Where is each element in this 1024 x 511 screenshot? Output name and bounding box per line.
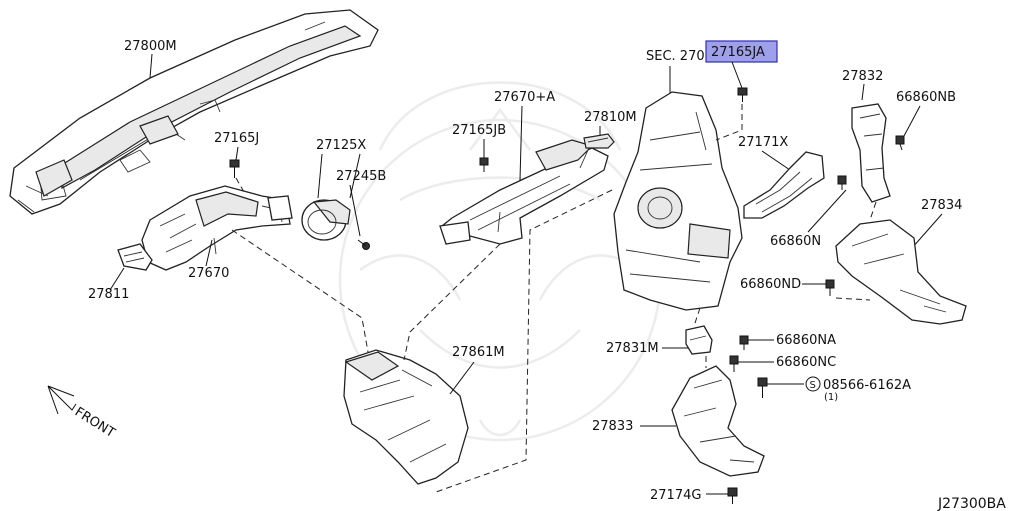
part-clip-66860n[interactable] <box>837 175 847 190</box>
part-clip-27165ja[interactable] <box>737 87 748 102</box>
callout-27670: 27670 <box>188 266 229 281</box>
part-screw-27245b[interactable] <box>357 239 370 250</box>
part-floor-duct-27861m[interactable] <box>343 349 469 485</box>
callout-27670a: 27670+A <box>494 90 555 105</box>
part-floor-duct-27834[interactable] <box>835 219 967 325</box>
part-clip-66860nc[interactable] <box>729 355 739 372</box>
part-bolt-08566-6162a[interactable] <box>757 377 768 398</box>
callout-27165j: 27165J <box>214 131 259 146</box>
callout-66860nc: 66860NC <box>776 355 836 370</box>
callout-27811: 27811 <box>88 287 129 302</box>
callout-27834: 27834 <box>921 198 962 213</box>
part-clip-66860na[interactable] <box>739 335 749 350</box>
part-side-duct-27670[interactable] <box>141 185 293 271</box>
callout-08566-qty: (1) <box>824 392 838 403</box>
part-vertical-duct-27832[interactable] <box>851 103 891 203</box>
screw-symbol-icon <box>805 376 821 392</box>
part-clip-27174g[interactable] <box>727 487 738 504</box>
callout-27171x: 27171X <box>738 135 788 150</box>
part-connector-duct-27171x[interactable] <box>743 151 825 219</box>
callout-66860nd: 66860ND <box>740 277 801 292</box>
front-direction-arrow-icon <box>47 385 77 415</box>
callout-27833: 27833 <box>592 419 633 434</box>
callout-27810m: 27810M <box>584 110 637 125</box>
highlight-box-27165ja <box>705 40 778 63</box>
front-label: FRONT <box>72 405 118 441</box>
callout-27125x: 27125X <box>316 138 366 153</box>
part-clip-27165jb[interactable] <box>479 157 489 172</box>
part-clip-66860nd[interactable] <box>825 279 835 296</box>
part-clip-66860nb[interactable] <box>895 135 905 151</box>
callout-66860n: 66860N <box>770 234 821 249</box>
callout-08566-6162a: 08566-6162A <box>823 378 911 393</box>
part-clip-27165j[interactable] <box>229 159 240 178</box>
callout-66860nb: 66860NB <box>896 90 956 105</box>
callout-27174g: 27174G <box>650 488 701 503</box>
part-side-vent-27811[interactable] <box>117 243 153 271</box>
part-connector-27831m[interactable] <box>685 325 713 355</box>
part-round-vent-27125x[interactable] <box>301 199 351 241</box>
assembly-dashed-lines <box>231 104 877 493</box>
diagram-code: J27300BA <box>937 496 1006 511</box>
callout-27245b: 27245B <box>336 169 386 184</box>
part-defroster-nozzle-27800m[interactable] <box>9 9 379 215</box>
part-heater-unit-sec270[interactable] <box>613 91 743 311</box>
callout-27831m: 27831M <box>606 341 659 356</box>
callout-27165jb: 27165JB <box>452 123 506 138</box>
callout-27832: 27832 <box>842 69 883 84</box>
callout-27861m: 27861M <box>452 345 505 360</box>
callout-27165ja[interactable]: 27165JA <box>711 45 765 60</box>
callout-27800m: 27800M <box>124 39 177 54</box>
leader-27800m <box>149 53 153 79</box>
part-center-duct-27670a[interactable] <box>439 139 609 245</box>
part-center-grille-27810m[interactable] <box>583 133 615 149</box>
part-lower-duct-27833[interactable] <box>671 365 765 477</box>
screw-symbol-letter: S <box>810 380 816 391</box>
callout-sec270: SEC. 270 <box>646 49 705 64</box>
callout-66860na: 66860NA <box>776 333 836 348</box>
